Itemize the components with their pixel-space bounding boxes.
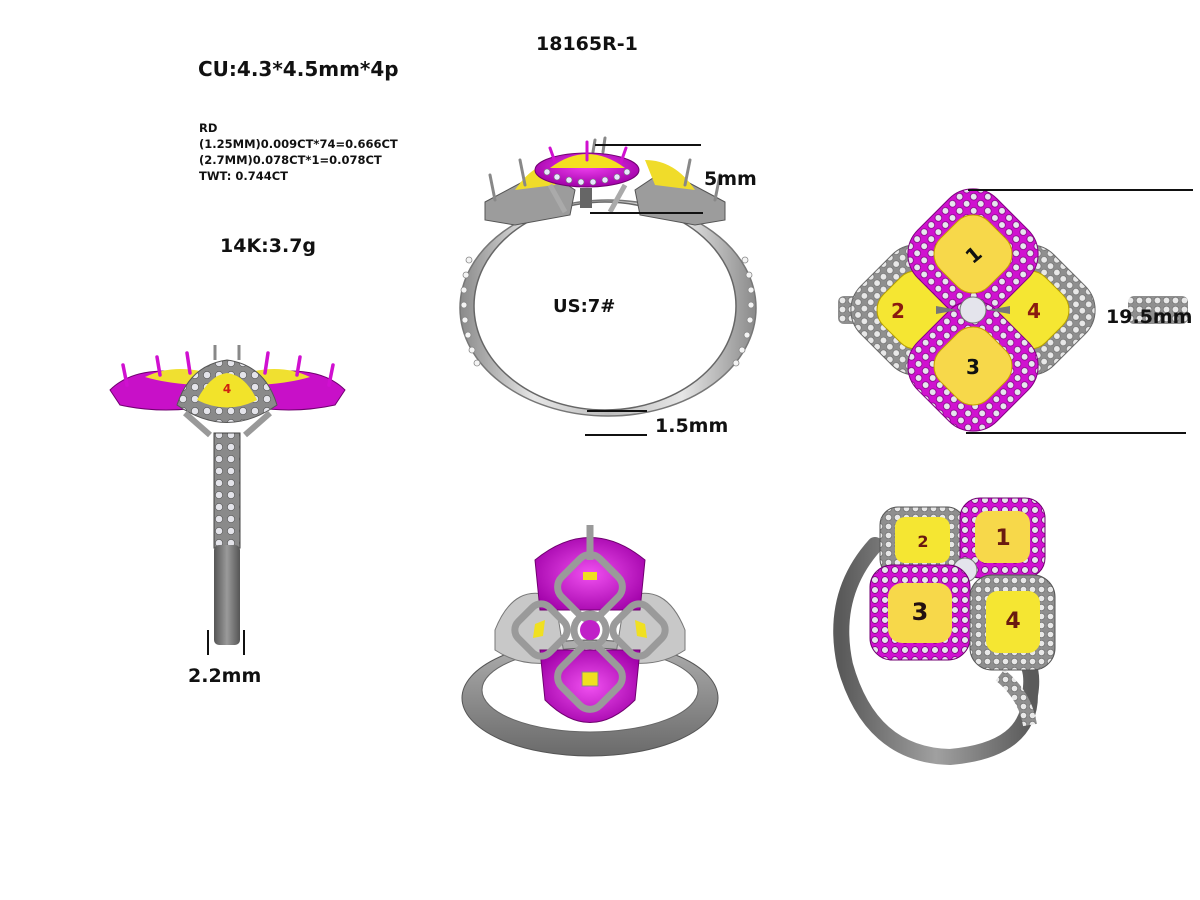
- stone-spec-block: RD (1.25MM)0.009CT*74=0.666CT (2.7MM)0.0…: [199, 120, 398, 184]
- height-dim-line-top: [595, 144, 701, 146]
- height-dim-line-bottom: [590, 212, 703, 214]
- perspective-view-drawing: 2 1 3 4: [833, 497, 1056, 766]
- side-stone-label-4: 4: [223, 382, 231, 396]
- top-stone-label-3: 3: [966, 355, 980, 379]
- top-stone-label-4: 4: [1027, 299, 1041, 323]
- length-dim-line-bottom: [966, 432, 1186, 434]
- length-dim-line-top: [968, 189, 1193, 191]
- stone-spec-line-2: (2.7MM)0.078CT*1=0.078CT: [199, 153, 382, 167]
- persp-stone-label-2: 2: [917, 532, 928, 551]
- persp-stone-label-4: 4: [1005, 609, 1020, 634]
- back-view-drawing: [461, 525, 719, 757]
- shank-width-dimension: 2.2mm: [188, 665, 262, 687]
- back-view: [455, 520, 725, 770]
- shank-thickness-dimension: 1.5mm: [655, 415, 729, 437]
- front-view-drawing: [459, 136, 757, 417]
- total-weight-line: TWT: 0.744CT: [199, 169, 289, 183]
- side-view: 4: [105, 345, 355, 675]
- height-dimension: 5mm: [704, 168, 757, 190]
- width-dim-line-right: [243, 630, 245, 655]
- stone-spec-line-1: (1.25MM)0.009CT*74=0.666CT: [199, 137, 398, 151]
- top-stone-label-2: 2: [891, 299, 905, 323]
- persp-stone-label-1: 1: [995, 526, 1010, 551]
- persp-stone-label-3: 3: [912, 598, 929, 626]
- stone-spec-header: RD: [199, 121, 218, 135]
- length-dimension: 19.5mm: [1106, 306, 1193, 328]
- model-code: 18165R-1: [536, 33, 638, 55]
- perspective-view: 2 1 3 4: [830, 495, 1070, 766]
- top-view-drawing: 1 2 3 4: [838, 188, 1188, 432]
- center-stone-spec: CU:4.3*4.5mm*4p: [198, 57, 399, 81]
- side-view-drawing: 4: [109, 345, 346, 645]
- shank-dim-line-bottom: [585, 434, 647, 436]
- ring-size: US:7#: [553, 296, 616, 317]
- width-dim-line-left: [207, 630, 209, 655]
- front-view: [455, 130, 775, 440]
- top-view: 1 2 3 4: [838, 188, 1198, 438]
- metal-weight: 14K:3.7g: [220, 235, 317, 257]
- shank-dim-line-top: [587, 410, 647, 412]
